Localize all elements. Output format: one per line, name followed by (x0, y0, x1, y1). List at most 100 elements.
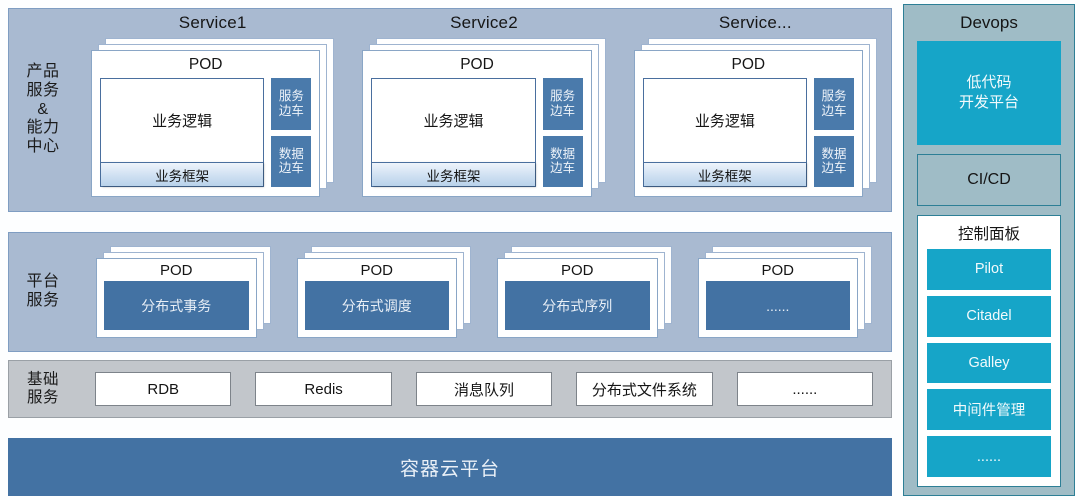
pod-contents: 业务逻辑 业务框架 服务 边车 数据 (92, 78, 319, 196)
container-cloud-platform-bar: 容器云平台 (8, 438, 892, 496)
business-logic-box: 业务逻辑 (423, 113, 484, 130)
pod-title: POD (159, 262, 193, 279)
label-line: 服务 (26, 389, 59, 406)
services-columns: Service1 POD 业务逻辑 业务框架 (77, 9, 891, 211)
business-framework-box: 业务框架 (101, 162, 264, 186)
pod-contents: 业务逻辑 业务框架 服务 边车 数据 (363, 78, 590, 196)
business-logic-box: 业务逻辑 (152, 113, 213, 130)
sidecar-data: 数据 边车 (813, 135, 854, 187)
service-column[interactable]: Service... POD 业务逻辑 业务框架 (626, 9, 885, 211)
sidecar-line: 服务 (550, 89, 576, 104)
band-product-services: 产品 服务 & 能力 中心 Service1 POD (8, 8, 892, 212)
label-line: 服务 (26, 292, 60, 309)
band-label-product-services: 产品 服务 & 能力 中心 (9, 9, 77, 211)
label-line: 产品 (26, 62, 60, 80)
sidecar-service: 服务 边车 (271, 78, 312, 130)
sidecar-list: 服务 边车 数据 边车 (542, 78, 583, 187)
pod-stack[interactable]: POD 业务逻辑 业务框架 服务 边车 (362, 38, 606, 197)
sidecar-line: 边车 (821, 161, 847, 176)
business-container: 业务逻辑 业务框架 (642, 78, 807, 187)
pod-title: POD (761, 262, 794, 279)
label-line: & (37, 100, 49, 118)
devops-panel: Devops 低代码 开发平台 CI/CD 控制面板 Pilot Citadel… (903, 4, 1075, 496)
pod-title: POD (188, 56, 223, 73)
platform-service-chip: 分布式调度 (304, 281, 449, 330)
lowcode-platform-card[interactable]: 低代码 开发平台 (917, 41, 1061, 145)
pod-stack[interactable]: POD 业务逻辑 业务框架 服务 边车 (633, 38, 877, 197)
business-framework-box: 业务框架 (643, 162, 806, 186)
infra-box-distributed-file-system[interactable]: 分布式文件系统 (576, 372, 713, 406)
sidecar-service: 服务 边车 (542, 78, 583, 130)
infra-box-rdb[interactable]: RDB (95, 372, 232, 406)
pod-title: POD (460, 56, 494, 73)
label-line: 中心 (26, 138, 60, 156)
pod-card[interactable]: POD 业务逻辑 业务框架 服务 边车 (633, 50, 863, 197)
service-column[interactable]: Service2 POD 业务逻辑 业务框架 (354, 9, 613, 211)
sidecar-line: 服务 (821, 89, 847, 104)
control-panel-item-pilot[interactable]: Pilot (927, 249, 1051, 290)
control-panel-item-galley[interactable]: Galley (927, 342, 1051, 384)
sidecar-line: 边车 (278, 161, 304, 176)
control-panel-card: 控制面板 Pilot Citadel Galley 中间件管理 ...... (917, 215, 1061, 487)
pod-card[interactable]: POD 分布式序列 (497, 258, 658, 338)
pod-contents: 业务逻辑 业务框架 服务 边车 数据 (635, 78, 862, 196)
sidecar-data: 数据 边车 (542, 135, 583, 187)
pod-card[interactable]: POD 分布式事务 (96, 258, 257, 338)
devops-title: Devops (960, 13, 1018, 32)
control-panel-item-citadel[interactable]: Citadel (927, 295, 1051, 337)
sidecar-line: 数据 (278, 146, 304, 161)
pod-title: POD (360, 262, 393, 279)
infra-box-message-queue[interactable]: 消息队列 (415, 372, 553, 406)
platform-pod-stack[interactable]: POD 分布式调度 (296, 246, 471, 338)
service-title: Service2 (450, 13, 518, 32)
business-logic-box: 业务逻辑 (694, 113, 755, 130)
platform-pod-stack[interactable]: POD 分布式事务 (96, 246, 271, 338)
main-stack-column: 产品 服务 & 能力 中心 Service1 POD (8, 4, 892, 496)
cicd-card[interactable]: CI/CD (917, 154, 1061, 206)
pod-card[interactable]: POD 分布式调度 (296, 258, 457, 338)
label-line: 服务 (26, 81, 60, 99)
sidecar-line: 边车 (550, 161, 576, 176)
sidecar-data: 数据 边车 (271, 135, 312, 187)
business-container: 业务逻辑 业务框架 (100, 78, 265, 187)
sidecar-line: 数据 (550, 146, 576, 161)
control-panel-title: 控制面板 (957, 226, 1020, 243)
band-platform-services: 平台 服务 POD 分布式事务 (8, 232, 892, 352)
control-panel-item-more[interactable]: ...... (927, 436, 1051, 477)
band-infrastructure-services: 基础 服务 RDB Redis 消息队列 分布式文件系统 ...... (8, 360, 892, 418)
lowcode-line: 低代码 (966, 73, 1012, 91)
control-panel-item-middleware[interactable]: 中间件管理 (927, 389, 1051, 431)
pod-title: POD (731, 56, 766, 73)
sidecar-line: 边车 (278, 103, 304, 118)
band-label-infrastructure-services: 基础 服务 (9, 361, 77, 417)
sidecar-line: 边车 (550, 103, 576, 118)
label-line: 基础 (26, 370, 59, 388)
service-column[interactable]: Service1 POD 业务逻辑 业务框架 (83, 9, 342, 211)
platform-service-chip: 分布式事务 (104, 281, 249, 330)
label-line: 能力 (26, 119, 60, 137)
pod-stack[interactable]: POD 业务逻辑 业务框架 服务 边车 (91, 38, 335, 197)
infra-box-redis[interactable]: Redis (255, 372, 392, 406)
platform-service-chip: 分布式序列 (505, 281, 650, 330)
sidecar-list: 服务 边车 数据 边车 (271, 78, 312, 187)
service-title: Service1 (178, 13, 247, 32)
pod-card[interactable]: POD 业务逻辑 业务框架 服务 边车 (91, 50, 321, 197)
sidecar-service: 服务 边车 (813, 78, 854, 130)
sidecar-line: 服务 (278, 89, 304, 104)
band-label-platform-services: 平台 服务 (9, 233, 77, 351)
pod-card[interactable]: POD 业务逻辑 业务框架 服务 边车 (362, 50, 592, 197)
service-title: Service... (718, 13, 792, 32)
lowcode-line: 开发平台 (958, 94, 1019, 111)
sidecar-line: 边车 (821, 103, 847, 118)
pod-title: POD (560, 262, 594, 279)
pod-card[interactable]: POD ...... (697, 258, 858, 338)
sidecar-line: 数据 (821, 146, 847, 161)
platform-pod-stack[interactable]: POD ...... (697, 246, 872, 338)
business-framework-box: 业务框架 (372, 162, 535, 186)
platform-service-chip: ...... (705, 281, 850, 330)
business-container: 业务逻辑 业务框架 (371, 78, 536, 187)
label-line: 平台 (26, 273, 60, 291)
infra-box-more[interactable]: ...... (736, 372, 874, 406)
platform-pod-stack[interactable]: POD 分布式序列 (497, 246, 672, 338)
